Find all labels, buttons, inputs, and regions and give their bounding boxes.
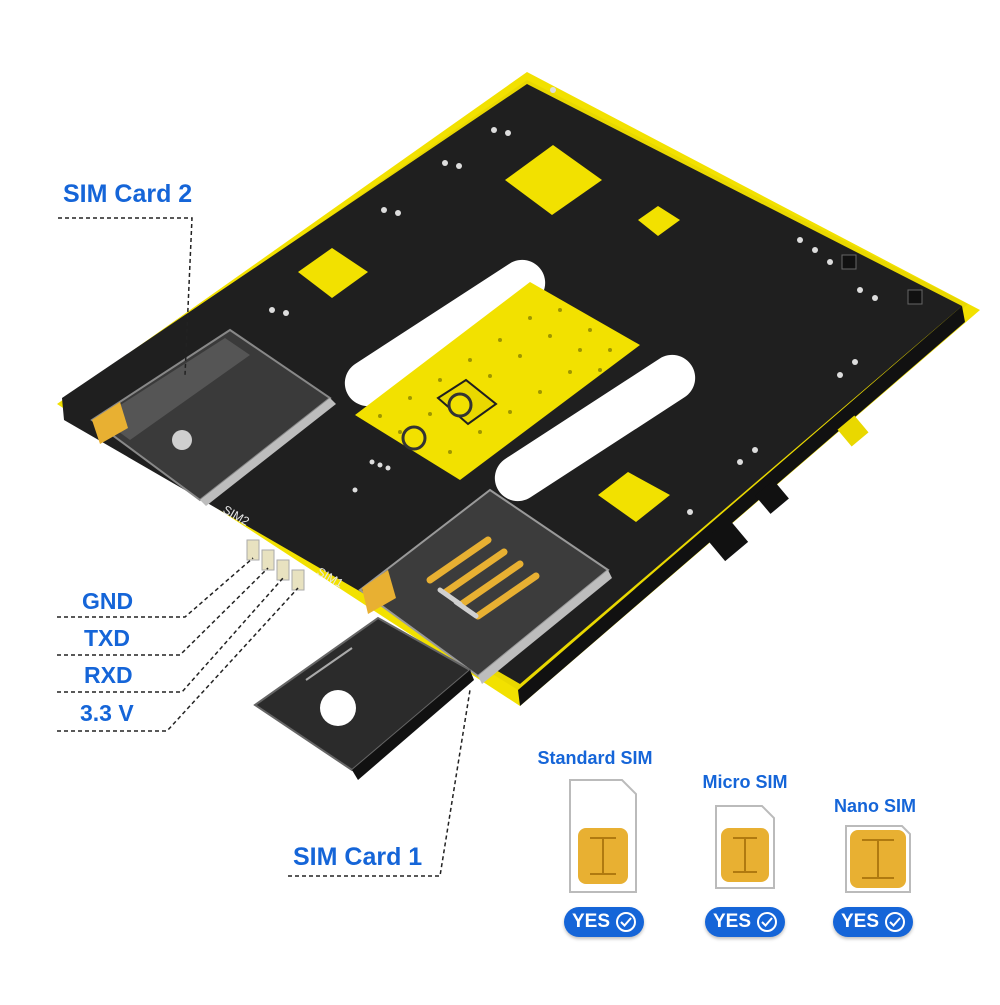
check-circle-icon: [757, 912, 778, 932]
sim2-hole: [172, 430, 192, 450]
nano-sim-icon: [845, 825, 911, 893]
sim-type-standard: Standard SIM: [537, 748, 653, 768]
mounting-hole: [447, 392, 473, 418]
leader-lines: [57, 217, 471, 877]
heatsink-pad: [355, 282, 640, 480]
sim2-socket: [90, 328, 336, 506]
badge-label: YES: [840, 911, 880, 932]
yellow-pad: [638, 206, 680, 236]
check-circle-icon: [616, 912, 637, 932]
standard-sim-icon: [569, 779, 637, 893]
yellow-pad: [505, 145, 602, 215]
sim1-socket: [358, 488, 612, 684]
badge-label: YES: [571, 911, 611, 932]
pcb-board: [57, 72, 980, 706]
mounting-hole: [401, 425, 427, 451]
micro-sim-icon: [715, 805, 775, 889]
board-slot: [344, 259, 546, 407]
switch-component: [907, 289, 923, 305]
yellow-pad: [298, 248, 368, 298]
label-txd: TXD: [84, 625, 130, 651]
label-3v3: 3.3 V: [80, 700, 134, 726]
yes-badge-nano: YES: [833, 907, 913, 937]
label-rxd: RXD: [84, 662, 133, 688]
board-slot: [494, 354, 696, 502]
uart-header: [246, 539, 305, 591]
switch-component: [841, 254, 857, 270]
check-circle-icon: [885, 912, 906, 932]
sim-type-nano: Nano SIM: [833, 796, 916, 816]
label-gnd: GND: [82, 588, 134, 614]
yellow-pad: [598, 472, 670, 522]
label-sim-card-1: SIM Card 1: [293, 843, 423, 871]
yes-badge-micro: YES: [705, 907, 785, 937]
yes-badge-standard: YES: [564, 907, 644, 937]
badge-label: YES: [712, 911, 752, 932]
sim-type-micro: Micro SIM: [702, 772, 788, 792]
sim-tray: [253, 616, 474, 780]
label-sim-card-2: SIM Card 2: [63, 180, 193, 208]
tray-hole: [320, 690, 356, 726]
